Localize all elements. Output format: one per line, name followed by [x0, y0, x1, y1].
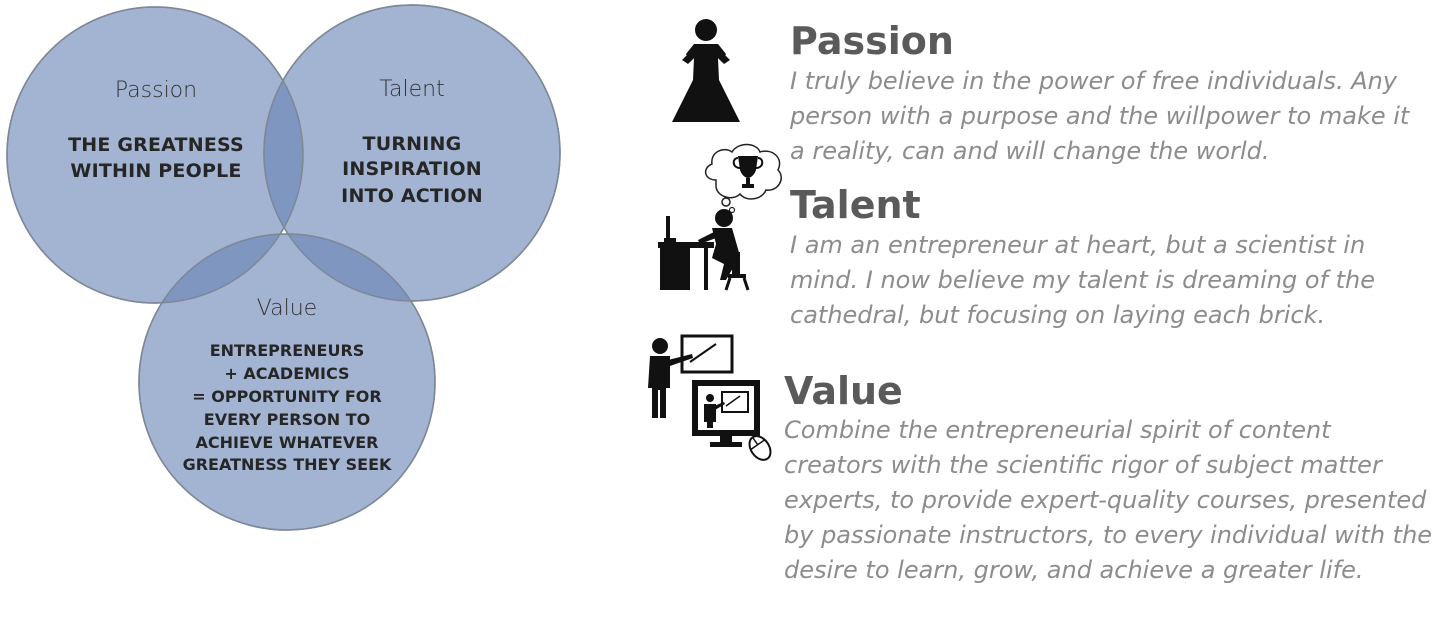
value-heading: Value — [784, 369, 903, 413]
venn-value-line-2: + ACADEMICS — [224, 364, 349, 383]
venn-talent-title: Talent — [379, 77, 445, 102]
passion-text: I truly believe in the power of free ind… — [790, 67, 1410, 165]
venn-talent-line-1: TURNING — [363, 133, 462, 155]
venn-passion-line-1: THE GREATNESS — [68, 134, 244, 156]
venn-value-line-3: = OPPORTUNITY FOR — [192, 387, 381, 406]
passion-heading: Passion — [790, 19, 954, 63]
venn-passion-line-2: WITHIN PEOPLE — [70, 160, 241, 182]
venn-diagram: Passion THE GREATNESS WITHIN PEOPLE Tale… — [6, 4, 561, 531]
venn-value-line-1: ENTREPRENEURS — [210, 341, 365, 360]
value-section: Value Combine the entrepreneurial spirit… — [784, 370, 1434, 588]
person-at-desk-dreaming-trophy-icon — [658, 143, 782, 291]
venn-talent-line-2: INSPIRATION — [342, 158, 482, 180]
venn-talent-line-3: INTO ACTION — [341, 185, 483, 207]
superhero-cape-icon — [672, 19, 740, 122]
venn-value-title: Value — [257, 296, 317, 321]
venn-passion-title: Passion — [115, 78, 197, 103]
venn-value-line-5: ACHIEVE WHATEVER — [196, 433, 379, 452]
talent-section: Talent I am an entrepreneur at heart, bu… — [790, 184, 1430, 333]
talent-heading: Talent — [790, 183, 921, 227]
venn-value-line-4: EVERY PERSON TO — [204, 410, 370, 429]
talent-text: I am an entrepreneur at heart, but a sci… — [790, 231, 1375, 329]
value-text: Combine the entrepreneurial spirit of co… — [784, 416, 1433, 584]
venn-value-line-6: GREATNESS THEY SEEK — [183, 455, 392, 474]
instructor-online-course-icon — [648, 334, 772, 461]
passion-section: Passion I truly believe in the power of … — [790, 20, 1430, 169]
